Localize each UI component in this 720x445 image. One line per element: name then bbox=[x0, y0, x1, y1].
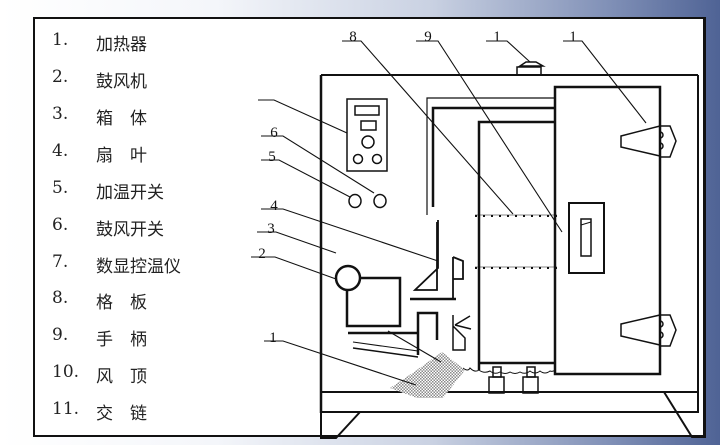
legend-label: 加热器 bbox=[96, 35, 147, 55]
legend-number: 8. bbox=[52, 288, 69, 308]
callout-4: 4 bbox=[270, 198, 278, 214]
heater-terminal bbox=[488, 366, 505, 394]
fan-blade bbox=[410, 220, 464, 301]
oven-door bbox=[553, 85, 662, 376]
legend-label: 交 链 bbox=[96, 404, 147, 424]
legend-number: 6. bbox=[52, 215, 69, 235]
callout-3: 3 bbox=[267, 221, 275, 237]
callout-1-hinge: 1 bbox=[569, 29, 577, 45]
legend-number: 1. bbox=[52, 30, 69, 50]
legend-label: 鼓风机 bbox=[96, 72, 147, 92]
shelf-upper bbox=[475, 214, 557, 217]
legend-number: 5. bbox=[52, 178, 69, 198]
door-handle bbox=[568, 202, 605, 274]
legend-number: 4. bbox=[52, 141, 69, 161]
legend-label: 数显控温仪 bbox=[96, 257, 181, 277]
legend-number: 11. bbox=[52, 399, 80, 419]
legend-number: 10. bbox=[52, 362, 80, 382]
air-vent bbox=[516, 61, 546, 76]
blower-switch bbox=[373, 193, 387, 209]
legend-number: 7. bbox=[52, 252, 69, 272]
shelf-lower bbox=[475, 266, 557, 269]
heater-terminal bbox=[522, 366, 539, 394]
legend-label: 手 柄 bbox=[96, 330, 147, 350]
inner-chamber bbox=[426, 97, 555, 370]
legend-number: 9. bbox=[52, 325, 69, 345]
cabinet-body bbox=[319, 74, 706, 439]
heater bbox=[390, 352, 556, 398]
legend-label: 箱 体 bbox=[96, 109, 147, 129]
digital-temperature-controller bbox=[346, 98, 388, 172]
callout-9: 9 bbox=[424, 29, 432, 45]
legend-label: 格 板 bbox=[96, 293, 147, 313]
hinge-lower bbox=[620, 314, 677, 347]
callout-6: 6 bbox=[270, 125, 278, 141]
callout-1-vent: 1 bbox=[493, 29, 501, 45]
legend-label: 扇 叶 bbox=[96, 146, 147, 166]
legend-number: 3. bbox=[52, 104, 69, 124]
callout-8: 8 bbox=[349, 29, 357, 45]
heating-switch bbox=[348, 193, 362, 209]
callout-1-heater: 1 bbox=[269, 330, 277, 346]
legend-number: 2. bbox=[52, 67, 69, 87]
callout-2: 2 bbox=[258, 246, 266, 262]
leader-lines bbox=[251, 40, 647, 386]
blower bbox=[334, 264, 439, 358]
legend-label: 加温开关 bbox=[96, 183, 164, 203]
legend-label: 风 顶 bbox=[96, 367, 147, 387]
air-guide bbox=[452, 315, 472, 351]
hinge-upper bbox=[620, 125, 677, 158]
legend-label: 鼓风开关 bbox=[96, 220, 164, 240]
callout-5: 5 bbox=[268, 149, 276, 165]
